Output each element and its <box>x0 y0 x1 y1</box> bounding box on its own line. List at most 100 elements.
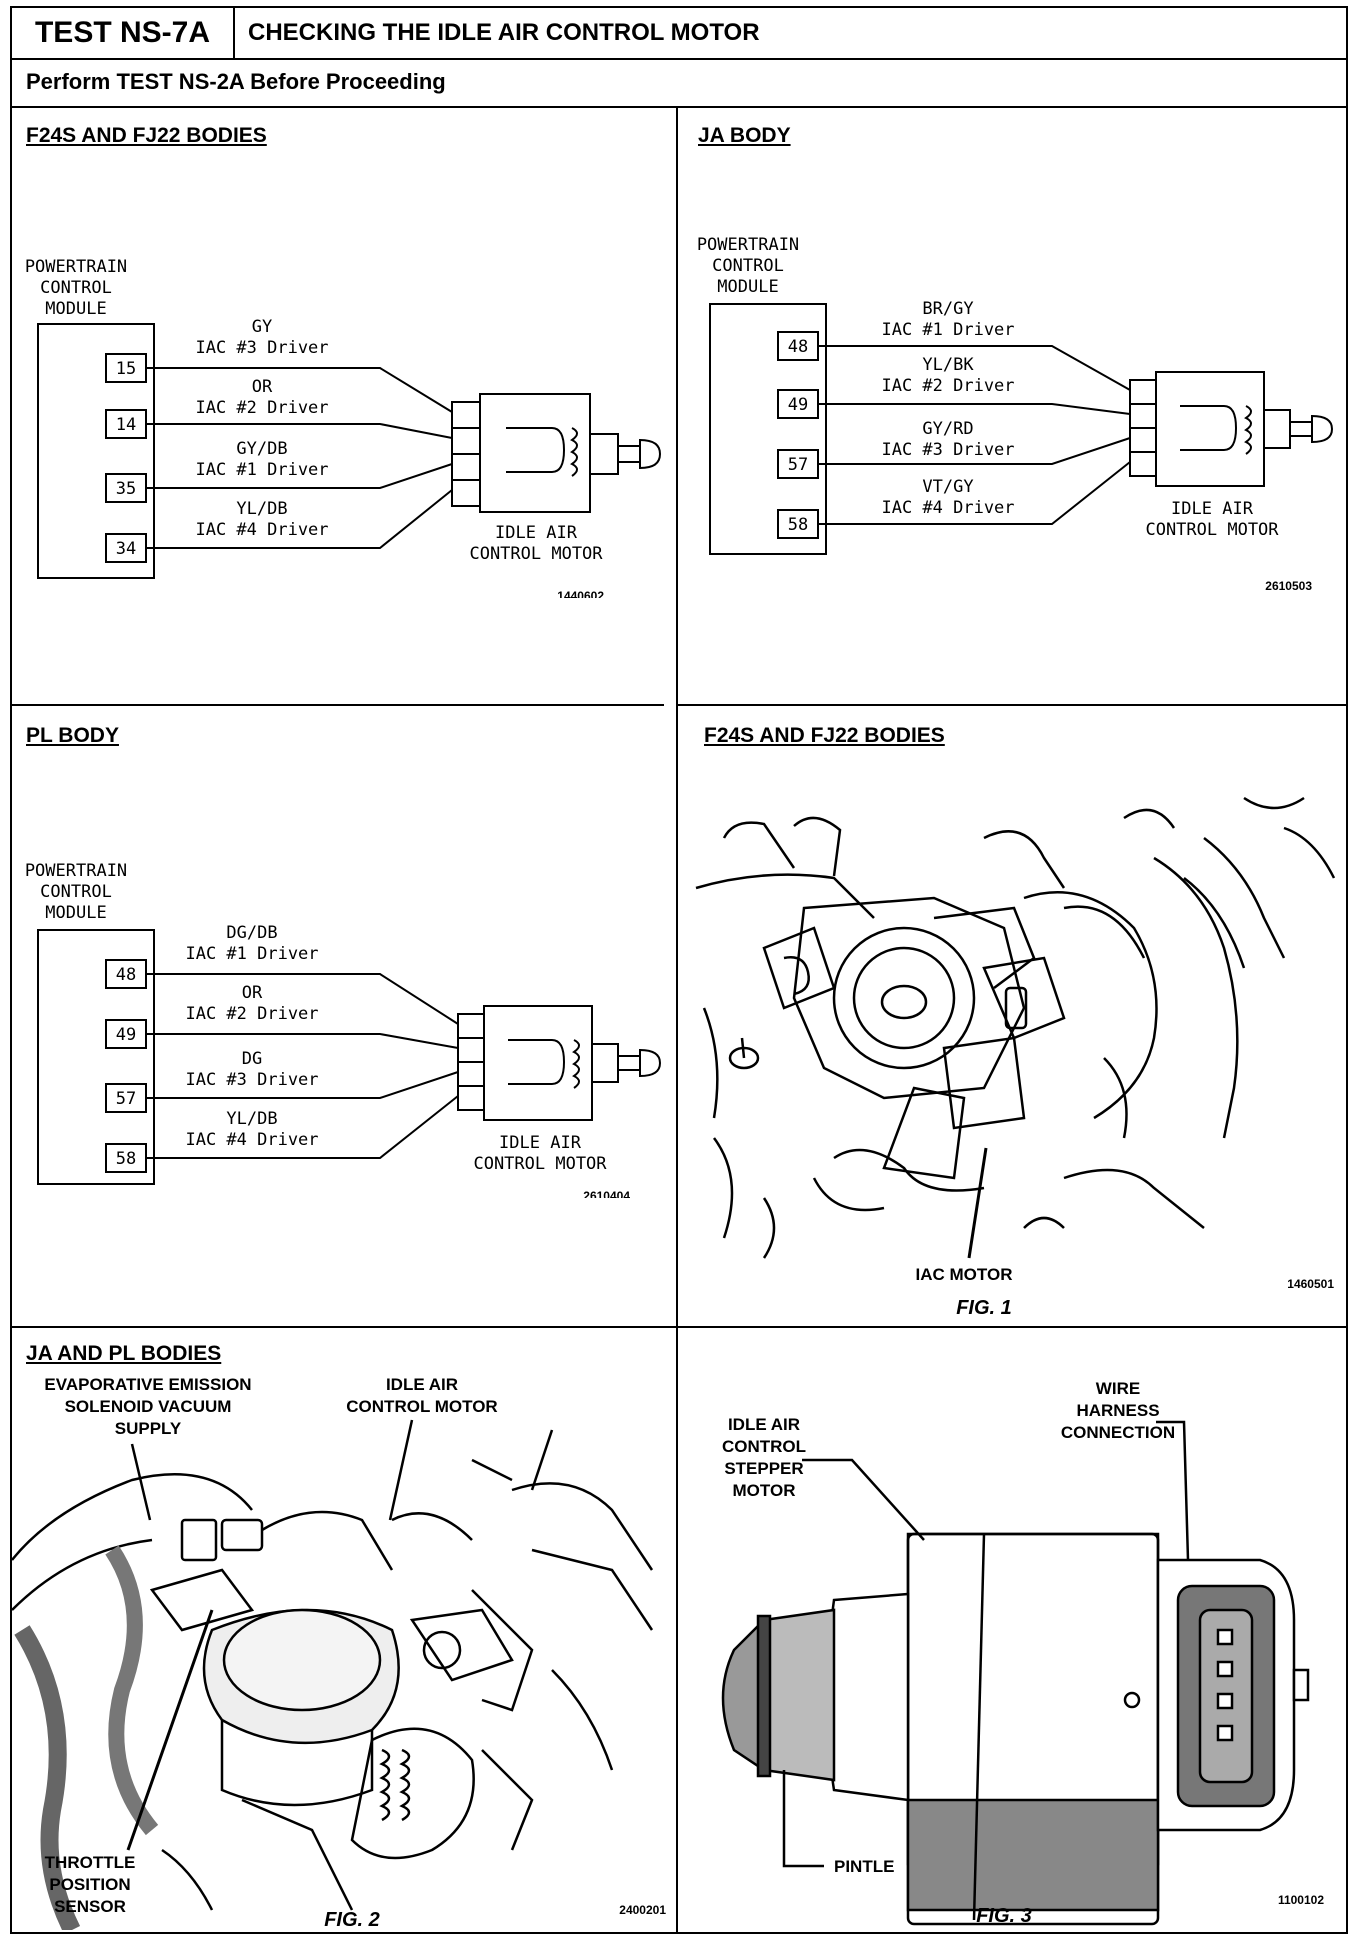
svg-text:57: 57 <box>116 1089 136 1109</box>
ja-wiring-diagram: POWERTRAIN CONTROL MODULE 48 49 57 58 BR… <box>697 235 1334 593</box>
figure-caption: FIG. 1 <box>956 1297 1012 1319</box>
divider-v-bottom <box>676 1326 678 1934</box>
wire-color-2: OR <box>252 377 273 397</box>
wires <box>146 973 459 1159</box>
svg-text:58: 58 <box>788 515 808 535</box>
svg-text:34: 34 <box>116 539 136 559</box>
pin-58: 58 <box>777 509 819 539</box>
svg-text:49: 49 <box>788 395 808 415</box>
tps-leader <box>126 1609 214 1851</box>
wire-circuit-3: IAC #3 Driver <box>881 440 1014 460</box>
pin-48: 48 <box>105 959 147 989</box>
ref-number: 1440602 <box>557 589 604 598</box>
svg-text:49: 49 <box>116 1025 136 1045</box>
motor-label-line-2: CONTROL MOTOR <box>1145 520 1279 540</box>
page-header: TEST NS-7A CHECKING THE IDLE AIR CONTROL… <box>12 8 1346 60</box>
tps-callout-line-1: THROTTLE <box>45 1853 136 1872</box>
panel-title-f24s-wiring: F24S AND FJ22 BODIES <box>26 124 267 147</box>
svg-text:35: 35 <box>116 479 136 499</box>
pcm-box <box>37 929 155 1185</box>
stepper-callout-line-1: IDLE AIR <box>728 1415 800 1434</box>
iac-callout-line-2: CONTROL MOTOR <box>346 1397 497 1416</box>
evap-callout-line-3: SUPPLY <box>115 1419 182 1438</box>
wire-circuit-3: IAC #1 Driver <box>195 460 328 480</box>
wires <box>818 345 1131 525</box>
figure-caption: FIG. 2 <box>324 1909 380 1930</box>
wire-color-4: YL/DB <box>236 499 287 519</box>
iac-motor-leader <box>967 1147 988 1259</box>
stepper-callout-line-3: STEPPER <box>724 1459 803 1478</box>
iac-motor-callout: IAC MOTOR <box>916 1265 1013 1284</box>
test-title: CHECKING THE IDLE AIR CONTROL MOTOR <box>248 19 760 46</box>
wire-color-2: OR <box>242 983 263 1003</box>
module-label-line-2: CONTROL <box>40 278 112 298</box>
ref-number: 2400201 <box>619 1903 666 1917</box>
pcm-box <box>709 303 827 555</box>
module-label-line-1: POWERTRAIN <box>697 235 799 255</box>
stepper-motor-drawing <box>721 1532 1310 1926</box>
wire-circuit-2: IAC #2 Driver <box>881 376 1014 396</box>
module-label-line-1: POWERTRAIN <box>25 861 127 881</box>
fig3-illustration: IDLE AIR CONTROL STEPPER MOTOR WIRE HARN… <box>721 1379 1324 1927</box>
figure-caption: FIG. 3 <box>976 1905 1032 1927</box>
pin-48: 48 <box>777 331 819 361</box>
wire-circuit-4: IAC #4 Driver <box>185 1130 318 1150</box>
idle-air-control-motor-symbol <box>451 393 662 513</box>
wire-callout-line-2: HARNESS <box>1076 1401 1159 1420</box>
pl-wiring-diagram: POWERTRAIN CONTROL MODULE 48 49 57 58 DG… <box>25 861 662 1198</box>
pin-49: 49 <box>105 1019 147 1049</box>
wire-circuit-2: IAC #2 Driver <box>195 398 328 418</box>
pin-58: 58 <box>105 1143 147 1173</box>
motor-label-line-1: IDLE AIR <box>1171 499 1254 519</box>
pin-49: 49 <box>777 389 819 419</box>
throttle-body-drawing <box>695 796 1336 1259</box>
idle-air-control-motor-symbol <box>457 1005 662 1121</box>
wire-circuit-4: IAC #4 Driver <box>881 498 1014 518</box>
wire-color-4: VT/GY <box>922 477 973 497</box>
wire-color-2: YL/BK <box>922 355 974 375</box>
wire-circuit-1: IAC #1 Driver <box>881 320 1014 340</box>
pin-57: 57 <box>105 1083 147 1113</box>
module-label-line-2: CONTROL <box>712 256 784 276</box>
module-label-line-3: MODULE <box>717 277 778 297</box>
wires <box>146 367 453 549</box>
motor-label-line-2: CONTROL MOTOR <box>469 544 603 564</box>
wire-color-1: BR/GY <box>922 299 973 319</box>
iac-callout-line-1: IDLE AIR <box>386 1375 458 1394</box>
pin-57: 57 <box>777 449 819 479</box>
wire-circuit-4: IAC #4 Driver <box>195 520 328 540</box>
svg-text:57: 57 <box>788 455 808 475</box>
pin-15: 15 <box>105 353 147 383</box>
pintle-leader <box>782 1770 824 1868</box>
wire-circuit-3: IAC #3 Driver <box>185 1070 318 1090</box>
idle-air-control-motor-symbol <box>1129 371 1334 487</box>
fig1-illustration: IAC MOTOR 1460501 FIG. 1 <box>695 796 1336 1319</box>
wire-circuit-1: IAC #3 Driver <box>195 338 328 358</box>
stepper-callout-line-4: MOTOR <box>733 1481 796 1500</box>
pcm-box <box>37 323 155 579</box>
pin-35: 35 <box>105 473 147 503</box>
svg-text:48: 48 <box>788 337 808 357</box>
motor-label-line-1: IDLE AIR <box>495 523 578 543</box>
stepper-callout-line-2: CONTROL <box>722 1437 806 1456</box>
divider-h-left-1 <box>12 704 664 706</box>
iac-leader <box>388 1419 414 1521</box>
divider-h-right-1 <box>676 704 1348 706</box>
throttle-body-drawing <box>12 1429 654 1930</box>
f24s-wiring-diagram: POWERTRAIN CONTROL MODULE 15 14 35 34 GY… <box>25 257 662 598</box>
ref-number: 2610503 <box>1265 579 1312 593</box>
evap-callout-line-2: SOLENOID VACUUM <box>65 1397 232 1416</box>
divider-v-top <box>676 106 678 706</box>
svg-text:58: 58 <box>116 1149 136 1169</box>
pin-14: 14 <box>105 409 147 439</box>
module-label-line-3: MODULE <box>45 903 106 923</box>
panel-title-pl-wiring: PL BODY <box>26 724 119 747</box>
panel-title-ja-wiring: JA BODY <box>698 124 791 147</box>
ref-number: 1100102 <box>1278 1893 1324 1907</box>
fig2-illustration: EVAPORATIVE EMISSION SOLENOID VACUUM SUP… <box>12 1375 666 1930</box>
wire-callout-line-1: WIRE <box>1096 1379 1140 1398</box>
svg-text:48: 48 <box>116 965 136 985</box>
wire-circuit-2: IAC #2 Driver <box>185 1004 318 1024</box>
panel-title-fig1: F24S AND FJ22 BODIES <box>704 724 945 747</box>
tps-callout-line-3: SENSOR <box>54 1897 126 1916</box>
